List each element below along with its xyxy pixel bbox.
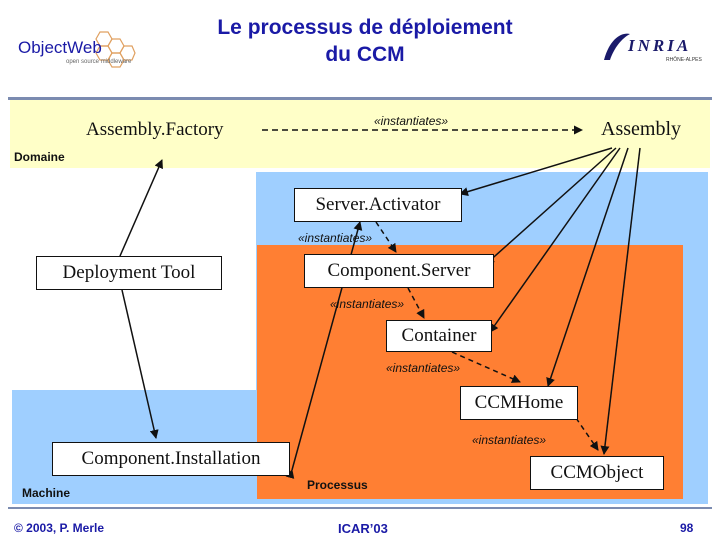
node-assembly-factory: Assembly.Factory xyxy=(86,119,224,140)
node-deployment-tool: Deployment Tool xyxy=(36,256,222,290)
link-assembly-to-activator xyxy=(459,147,613,196)
objectweb-wordmark: ObjectWeb xyxy=(18,38,102,57)
instantiates-server-to-container xyxy=(407,287,425,319)
label-instantiates-container: «instantiates» xyxy=(330,297,405,311)
inria-subtitle: RHÔNE-ALPES xyxy=(666,57,702,63)
inria-wordmark: INRIA xyxy=(628,36,692,55)
node-ccm-object: CCMObject xyxy=(530,456,664,490)
inria-logo: INRIA RHÔNE-ALPES xyxy=(600,28,705,68)
node-assembly: Assembly xyxy=(601,118,681,140)
node-component-server: Component.Server xyxy=(304,254,494,288)
slide-title: Le processus de déploiement du CCM xyxy=(150,14,580,68)
inria-swoosh-icon xyxy=(604,33,630,60)
objectweb-hexagons-icon xyxy=(95,31,136,68)
link-deployment-to-installation xyxy=(115,281,159,439)
label-instantiates-server: «instantiates» xyxy=(298,231,373,245)
processus-label: Processus xyxy=(307,478,368,492)
domaine-label: Domaine xyxy=(14,150,65,164)
label-instantiates-home: «instantiates» xyxy=(386,361,461,375)
link-assembly-to-home xyxy=(546,147,629,387)
link-assembly-to-server xyxy=(485,147,617,265)
header-divider xyxy=(8,97,712,100)
footer-conference: ICAR’03 xyxy=(338,521,388,536)
node-container: Container xyxy=(386,320,492,352)
instantiates-container-to-home xyxy=(451,351,521,383)
label-instantiates-assembly: «instantiates» xyxy=(374,114,449,128)
machine-label: Machine xyxy=(22,486,71,500)
title-line-2: du CCM xyxy=(325,43,405,66)
objectweb-tagline: open source middleware xyxy=(66,59,132,65)
instantiates-activator-to-server xyxy=(375,221,397,253)
footer-page-number: 98 xyxy=(680,521,694,535)
title-line-1: Le processus de déploiement xyxy=(217,16,513,39)
instantiates-home-to-object xyxy=(575,417,599,451)
domaine-zone xyxy=(10,100,710,168)
node-component-installation: Component.Installation xyxy=(52,442,290,476)
footer-copyright: © 2003, P. Merle xyxy=(14,521,105,535)
node-server-activator: Server.Activator xyxy=(294,188,462,222)
objectweb-logo: ObjectWeb open source middleware xyxy=(16,28,136,74)
node-ccm-home: CCMHome xyxy=(460,386,578,420)
link-deployment-to-factory xyxy=(112,159,163,266)
link-assembly-to-container xyxy=(489,147,621,333)
link-assembly-to-object xyxy=(600,147,641,455)
label-instantiates-object: «instantiates» xyxy=(472,433,547,447)
footer-divider xyxy=(8,507,712,509)
